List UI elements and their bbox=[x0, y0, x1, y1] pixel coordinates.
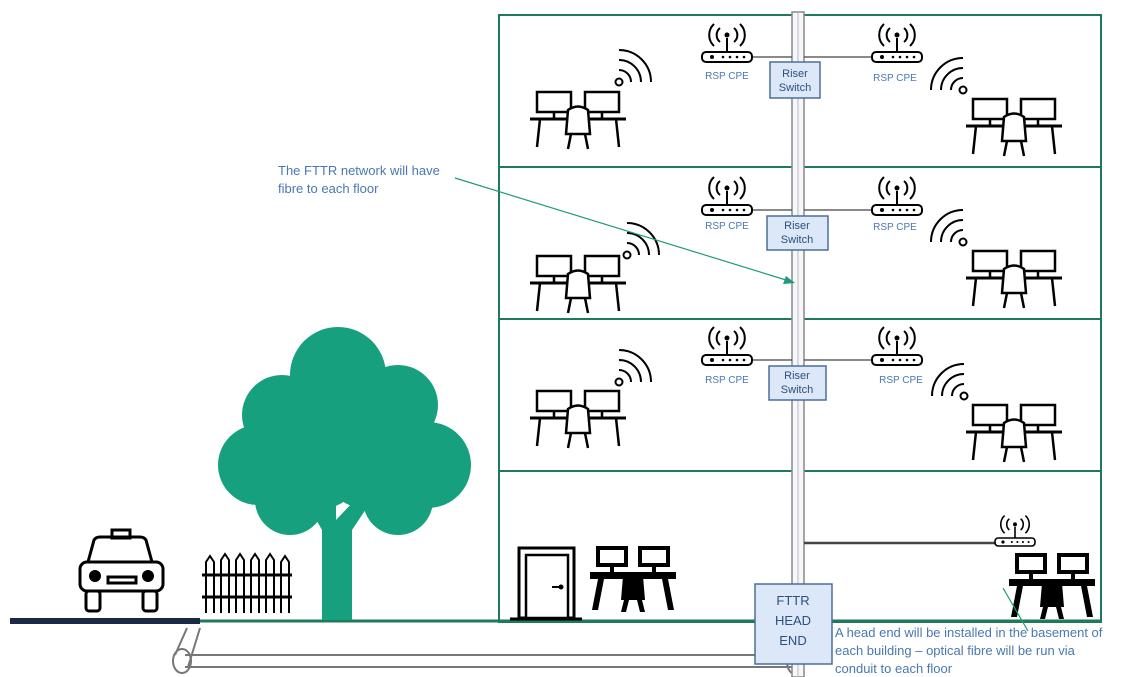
annotation-text: conduit to each floor bbox=[835, 661, 953, 676]
workstation-desk-icon bbox=[528, 254, 628, 315]
wifi-router-icon bbox=[994, 514, 1036, 547]
riser-switch-label: Riser bbox=[784, 220, 810, 232]
workstation-desk-icon bbox=[964, 249, 1064, 310]
annotation-text: The FTTR network will have bbox=[278, 163, 440, 178]
rsp-cpe-label: RSP CPE bbox=[879, 375, 923, 386]
fibre-riser bbox=[791, 11, 805, 677]
wifi-router-icon bbox=[701, 326, 753, 366]
door-icon bbox=[510, 546, 582, 621]
fttr-network-annotation: The FTTR network will have fibre to each… bbox=[278, 163, 795, 284]
rsp-cpe-label: RSP CPE bbox=[705, 221, 749, 232]
cpe-links bbox=[752, 56, 995, 545]
wifi-signal-icon bbox=[931, 363, 969, 401]
fttr-head-end: FTTR HEAD END bbox=[754, 583, 833, 665]
fence-icon bbox=[202, 552, 292, 613]
wifi-router-icon bbox=[871, 23, 923, 63]
rsp-cpe-label: RSP CPE bbox=[705, 71, 749, 82]
tree-icon bbox=[218, 327, 471, 620]
conduit bbox=[172, 627, 800, 674]
head-end-label: END bbox=[779, 633, 806, 648]
riser-switch-label: Riser bbox=[782, 68, 808, 80]
riser-switch-label: Switch bbox=[779, 82, 811, 94]
wifi-signal-icon bbox=[614, 349, 652, 387]
rsp-cpe-label: RSP CPE bbox=[705, 375, 749, 386]
wifi-signal-icon bbox=[930, 209, 968, 247]
annotation-text: fibre to each floor bbox=[278, 181, 379, 196]
annotation-text: A head end will be installed in the base… bbox=[835, 625, 1103, 640]
riser-switch-floor-2: Riser Switch bbox=[768, 365, 827, 401]
workstation-desk-icon bbox=[528, 389, 628, 450]
riser-switch-floor-3: Riser Switch bbox=[766, 215, 829, 251]
workstation-desk-icon bbox=[528, 90, 628, 151]
car-icon bbox=[78, 528, 165, 613]
head-end-label: HEAD bbox=[775, 613, 811, 628]
wifi-router-icon bbox=[871, 176, 923, 216]
wifi-signal-icon bbox=[930, 57, 968, 95]
wifi-router-icon bbox=[701, 176, 753, 216]
workstation-desk-icon bbox=[964, 97, 1064, 158]
wifi-signal-icon bbox=[614, 49, 652, 87]
riser-switch-floor-4: Riser Switch bbox=[769, 61, 821, 99]
riser-switch-label: Switch bbox=[781, 234, 813, 246]
workstation-desk-icon bbox=[588, 546, 678, 614]
riser-switch-label: Switch bbox=[781, 384, 813, 396]
rsp-cpe-label: RSP CPE bbox=[873, 222, 917, 233]
head-end-annotation: A head end will be installed in the base… bbox=[835, 587, 1103, 676]
riser-switch-label: Riser bbox=[784, 370, 810, 382]
wifi-router-icon bbox=[701, 23, 753, 63]
workstation-desk-icon bbox=[964, 403, 1064, 464]
head-end-label: FTTR bbox=[776, 593, 809, 608]
workstation-desk-icon bbox=[1007, 553, 1097, 621]
wifi-signal-icon bbox=[622, 222, 660, 260]
annotation-text: each building – optical fibre will be ru… bbox=[835, 643, 1076, 658]
wifi-router-icon bbox=[871, 326, 923, 366]
rsp-cpe-label: RSP CPE bbox=[873, 73, 917, 84]
